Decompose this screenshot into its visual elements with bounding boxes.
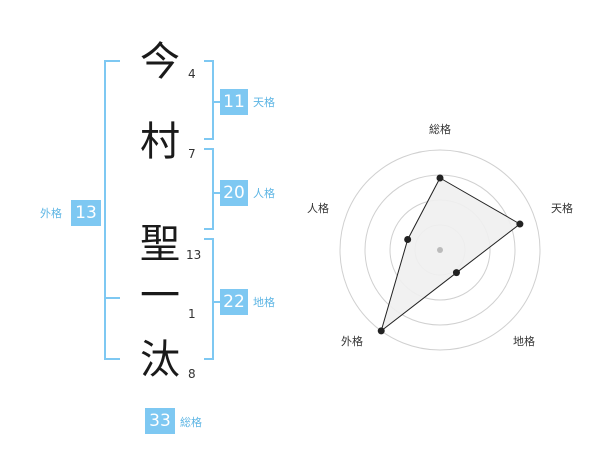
stroke-count-3: 13 — [186, 248, 202, 262]
name-char-1: 今 — [140, 39, 180, 85]
soukaku-label: 総格 — [180, 416, 202, 429]
tenkaku-bracket-t — [204, 60, 214, 62]
jinkaku-bracket-v — [212, 148, 214, 230]
axis-label-soukaku: 総格 — [429, 122, 451, 136]
axis-label-jinkaku: 人格 — [307, 201, 329, 215]
tenkaku-bracket-b — [204, 138, 214, 140]
outer-bracket-bottom — [104, 358, 120, 360]
axis-label-gaikaku: 外格 — [341, 334, 363, 348]
radar-center-dot — [437, 247, 443, 253]
jinkaku-bracket-b — [204, 228, 214, 230]
chikaku-value: 22 — [220, 289, 248, 315]
stroke-count-5: 8 — [188, 367, 196, 381]
stroke-count-2: 7 — [188, 147, 196, 161]
gaikaku-label: 外格 — [40, 207, 62, 220]
stroke-count-4: 1 — [188, 307, 196, 321]
tenkaku-label: 天格 — [253, 96, 275, 109]
name-char-3: 聖 — [140, 221, 180, 267]
chikaku-bracket-b — [204, 358, 214, 360]
gaikaku-value: 13 — [71, 200, 101, 226]
name-char-2: 村 — [140, 119, 180, 165]
outer-bracket-top — [104, 60, 120, 62]
name-char-5: 汰 — [140, 337, 180, 383]
chikaku-bracket-v — [212, 238, 214, 360]
radar-ring — [339, 149, 541, 351]
radar-point-5 — [404, 235, 412, 243]
jinkaku-value: 20 — [220, 180, 248, 206]
stroke-count-1: 4 — [188, 67, 196, 81]
jinkaku-bracket-t — [204, 148, 214, 150]
tenkaku-bracket-v — [212, 60, 214, 140]
outer-bracket-vertical — [104, 60, 106, 360]
radar-point-4 — [377, 327, 385, 335]
chikaku-bracket-t — [204, 238, 214, 240]
chikaku-connector — [213, 301, 221, 303]
name-char-4: 一 — [140, 273, 180, 319]
jinkaku-connector — [213, 192, 221, 194]
radar-polygon — [380, 177, 521, 333]
tenkaku-connector — [213, 101, 221, 103]
jinkaku-label: 人格 — [253, 187, 275, 200]
axis-label-chikaku: 地格 — [513, 334, 535, 348]
outer-bracket-mid — [104, 297, 120, 299]
radar-point-1 — [436, 174, 444, 182]
radar-point-2 — [516, 220, 524, 228]
chikaku-label: 地格 — [253, 296, 275, 309]
axis-label-tenkaku: 天格 — [551, 201, 573, 215]
radar-point-3 — [452, 269, 460, 277]
soukaku-value: 33 — [145, 408, 175, 434]
tenkaku-value: 11 — [220, 89, 248, 115]
